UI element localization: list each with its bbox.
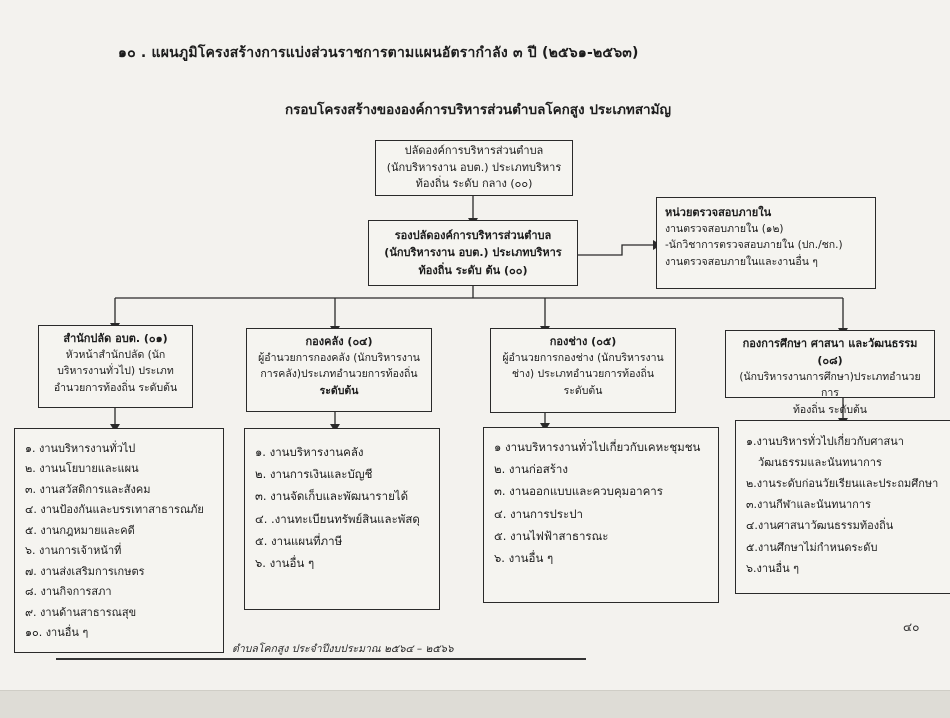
department-desc-line: ระดับต้น (563, 384, 603, 397)
department-desc-line: การคลัง)ประเภทอำนวยการท้องถิ่น (260, 368, 418, 381)
department-title: กองคลัง (๐๔) (305, 335, 373, 348)
list-item: วัฒนธรรมและนันทนาการ (758, 456, 882, 470)
task-list-office-of-clerk: ๑. งานบริหารงานทั่วไป ๒. งานนโยบายและแผน… (14, 428, 224, 653)
list-item: ๕. งานกฎหมายและคดี (25, 523, 135, 537)
department-title: กองช่าง (๐๕) (549, 335, 617, 348)
department-box-office-of-clerk: สำนักปลัด อบต. (๐๑) หัวหน้าสำนักปลัด (นั… (38, 325, 193, 408)
list-item: ๒. งานก่อสร้าง (494, 462, 568, 477)
list-item: ๑ งานบริหารงานทั่วไปเกี่ยวกับเคหะชุมชน (494, 440, 701, 454)
list-item: ๒. งานนโยบายและแผน (25, 462, 139, 476)
list-item: ๖. งานการเจ้าหน้าที่ (25, 544, 122, 558)
list-item: ๓.งานกีฬาและนันทนาการ (746, 498, 871, 512)
list-item: ๘. งานกิจการสภา (25, 585, 112, 599)
list-item: ๓. งานออกแบบและควบคุมอาคาร (494, 484, 663, 499)
list-item: ๑. งานบริหารงานคลัง (255, 445, 364, 459)
department-desc-line: หัวหน้าสำนักปลัด (นัก (65, 349, 166, 362)
deputy-audit-connector (578, 244, 655, 256)
department-desc-line: บริหารงานทั่วไป) ประเภท (57, 365, 174, 378)
list-item: ๑๐. งานอื่น ๆ (25, 626, 89, 640)
document-page: ๑๐ . แผนภูมิโครงสร้างการแบ่งส่วนราชการตา… (14, 45, 950, 660)
list-item: ๖. งานอื่น ๆ (255, 555, 315, 570)
footer-rule (56, 658, 586, 660)
list-item: ๔. .งานทะเบียนทรัพย์สินและพัสดุ (255, 511, 420, 526)
list-item: ๕. งานไฟฟ้าสาธารณะ (494, 528, 609, 543)
department-desc-line: ช่าง) ประเภทอำนวยการท้องถิ่น (511, 368, 655, 381)
footer-text: ตำบลโคกสูง ประจำปีงบประมาณ ๒๕๖๔ – ๒๕๖๖ (232, 643, 454, 655)
department-desc-line: ระดับต้น (319, 384, 359, 397)
list-item: ๖. งานอื่น ๆ (494, 550, 554, 565)
department-desc-line: อำนวยการท้องถิ่น ระดับต้น (53, 381, 178, 394)
department-desc-line: (นักบริหารงานการศึกษา)ประเภทอำนวยการ (739, 371, 921, 400)
chief-line-1: ปลัดองค์การบริหารส่วนตำบล (404, 144, 544, 158)
chief-line-2: (นักบริหารงาน อบต.) ประเภทบริหาร (386, 160, 562, 174)
deputy-administrator-box: รองปลัดองค์การบริหารส่วนตำบล (นักบริหารง… (368, 220, 578, 286)
list-item: ๙. งานด้านสาธารณสุข (25, 605, 137, 619)
deputy-line-3: ท้องถิ่น ระดับ ต้น (๐๐) (418, 263, 528, 277)
task-list-education: ๑.งานบริหารทั่วไปเกี่ยวกับศาสนา วัฒนธรรม… (735, 420, 950, 594)
list-item: ๔.งานศาสนาวัฒนธรรมท้องถิ่น (746, 519, 894, 533)
department-box-engineering: กองช่าง (๐๕) ผู้อำนวยการกองช่าง (นักบริห… (490, 328, 676, 413)
department-desc-line: ท้องถิ่น ระดับต้น (793, 403, 867, 416)
deputy-line-2: (นักบริหารงาน อบต.) ประเภทบริหาร (384, 246, 562, 260)
department-title: กองการศึกษา ศาสนา และวัฒนธรรม (๐๘) (742, 337, 918, 368)
list-item: ๑. งานบริหารงานทั่วไป (25, 442, 136, 455)
department-box-education: กองการศึกษา ศาสนา และวัฒนธรรม (๐๘) (นักบ… (725, 330, 935, 416)
task-list-finance: ๑. งานบริหารงานคลัง ๒. งานการเงินและบัญช… (244, 428, 440, 610)
audit-title: หน่วยตรวจสอบภายใน (665, 206, 772, 219)
task-list-engineering: ๑ งานบริหารงานทั่วไปเกี่ยวกับเคหะชุมชน ๒… (483, 427, 719, 603)
chief-administrator-box: ปลัดองค์การบริหารส่วนตำบล (นักบริหารงาน … (375, 140, 573, 196)
list-item: ๖.งานอื่น ๆ (746, 561, 800, 575)
deputy-line-1: รองปลัดองค์การบริหารส่วนตำบล (394, 228, 552, 242)
page-heading: ๑๐ . แผนภูมิโครงสร้างการแบ่งส่วนราชการตา… (118, 45, 639, 61)
audit-line-3: งานตรวจสอบภายในและงานอื่น ๆ (665, 255, 818, 268)
audit-line-1: งานตรวจสอบภายใน (๑๒) (665, 223, 784, 236)
audit-line-2: -นักวิชาการตรวจสอบภายใน (ปก./ชก.) (665, 239, 843, 252)
list-item: ๕. งานแผนที่ภาษี (255, 533, 343, 548)
chart-subheading: กรอบโครงสร้างขององค์การบริหารส่วนตำบลโคก… (285, 102, 672, 118)
list-item: ๑.งานบริหารทั่วไปเกี่ยวกับศาสนา (746, 435, 904, 448)
list-item: ๔. งานป้องกันและบรรเทาสาธารณภัย (25, 503, 204, 517)
department-desc-line: ผู้อำนวยการกองคลัง (นักบริหารงาน (258, 352, 420, 365)
list-item: ๒.งานระดับก่อนวัยเรียนและประถมศึกษา (746, 477, 939, 491)
list-item: ๓. งานจัดเก็บและพัฒนารายได้ (255, 489, 409, 504)
scan-bottom-strip (0, 690, 950, 718)
department-title: สำนักปลัด อบต. (๐๑) (63, 332, 168, 345)
list-item: ๔. งานการประปา (494, 506, 583, 521)
page-number: ๔๐ (903, 620, 920, 634)
department-box-finance: กองคลัง (๐๔) ผู้อำนวยการกองคลัง (นักบริห… (246, 328, 432, 412)
list-item: ๗. งานส่งเสริมการเกษตร (25, 564, 145, 578)
internal-audit-box: หน่วยตรวจสอบภายใน งานตรวจสอบภายใน (๑๒) -… (656, 197, 876, 289)
chief-line-3: ท้องถิ่น ระดับ กลาง (๐๐) (415, 177, 533, 191)
list-item: ๓. งานสวัสดิการและสังคม (25, 482, 151, 496)
list-item: ๒. งานการเงินและบัญชี (255, 467, 373, 482)
list-item: ๕.งานศึกษาไม่กำหนดระดับ (746, 540, 878, 554)
department-desc-line: ผู้อำนวยการกองช่าง (นักบริหารงาน (502, 352, 664, 365)
